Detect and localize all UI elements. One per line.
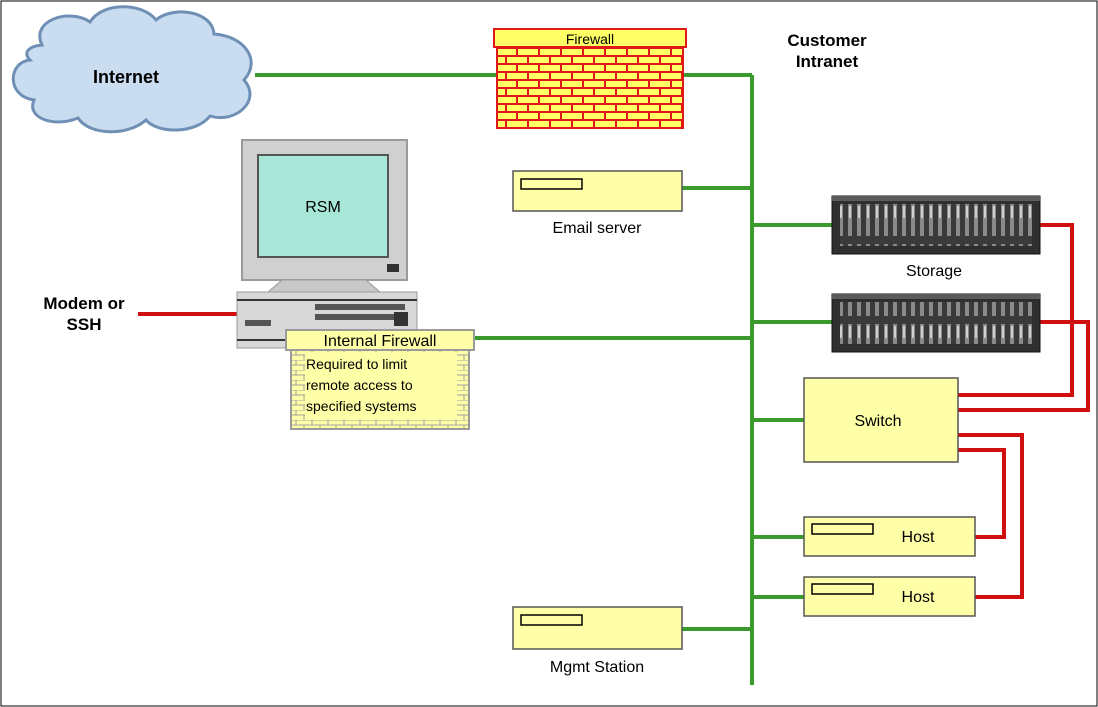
drive-bay-icon [811, 523, 874, 535]
monitor-screen [257, 154, 389, 258]
drive-bay-icon [520, 178, 583, 190]
internal-firewall-label: Internal Firewall [324, 333, 437, 350]
storage-2-san-link [958, 320, 1090, 412]
storage-label: Storage [906, 263, 962, 280]
internet-label: Internet [93, 67, 159, 87]
switch: Switch [803, 377, 959, 463]
internet-cloud: Internet [11, 5, 253, 134]
internal-firewall-note-line1: Required to limit [306, 356, 407, 372]
host-2-san-link [958, 433, 1024, 599]
firewall-label: Firewall [566, 31, 614, 47]
host-1: Host [803, 516, 976, 557]
storage-1-san-link [958, 223, 1074, 397]
email-server-label: Email server [553, 220, 643, 237]
email-server: Email server [512, 170, 683, 237]
storage-unit-1: Storage [831, 195, 1041, 280]
mgmt-station: Mgmt Station [512, 606, 683, 676]
drive-bay-icon [811, 583, 874, 595]
internal-firewall: Internal Firewall Required to limit remo… [285, 329, 475, 430]
host-2-label: Host [902, 589, 935, 606]
rsm-computer: RSM [236, 139, 418, 349]
switch-label: Switch [854, 413, 901, 430]
mgmt-station-label: Mgmt Station [550, 659, 644, 676]
modem-label-line2: SSH [67, 315, 102, 334]
host-1-san-link [958, 448, 1006, 539]
customer-intranet-label-line1: Customer [787, 31, 867, 50]
host-1-label: Host [902, 529, 935, 546]
internal-firewall-note-line3: specified systems [306, 398, 416, 414]
storage-unit-2 [831, 293, 1041, 353]
firewall: Firewall [493, 28, 687, 129]
internal-firewall-note-line2: remote access to [306, 377, 413, 393]
customer-intranet-label-line2: Intranet [796, 52, 859, 71]
san-links [138, 223, 1090, 599]
rsm-label: RSM [305, 199, 341, 216]
drive-bay-icon [520, 614, 583, 626]
host-2: Host [803, 576, 976, 617]
modem-label-line1: Modem or [43, 294, 125, 313]
monitor-stand [266, 279, 382, 293]
